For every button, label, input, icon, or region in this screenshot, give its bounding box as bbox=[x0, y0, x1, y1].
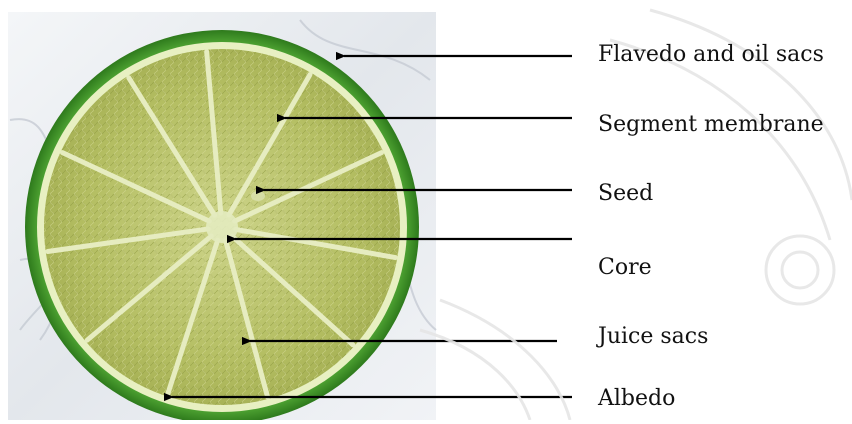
lime-seed bbox=[251, 191, 265, 201]
label-albedo: Albedo bbox=[598, 388, 675, 410]
label-flavedo: Flavedo and oil sacs bbox=[598, 44, 824, 66]
label-core: Core bbox=[598, 257, 652, 279]
watermark-seal bbox=[420, 10, 852, 420]
label-segment-membrane: Segment membrane bbox=[598, 114, 824, 136]
label-juice-sacs: Juice sacs bbox=[598, 326, 708, 348]
label-seed: Seed bbox=[598, 183, 653, 205]
lime-core bbox=[206, 211, 238, 243]
